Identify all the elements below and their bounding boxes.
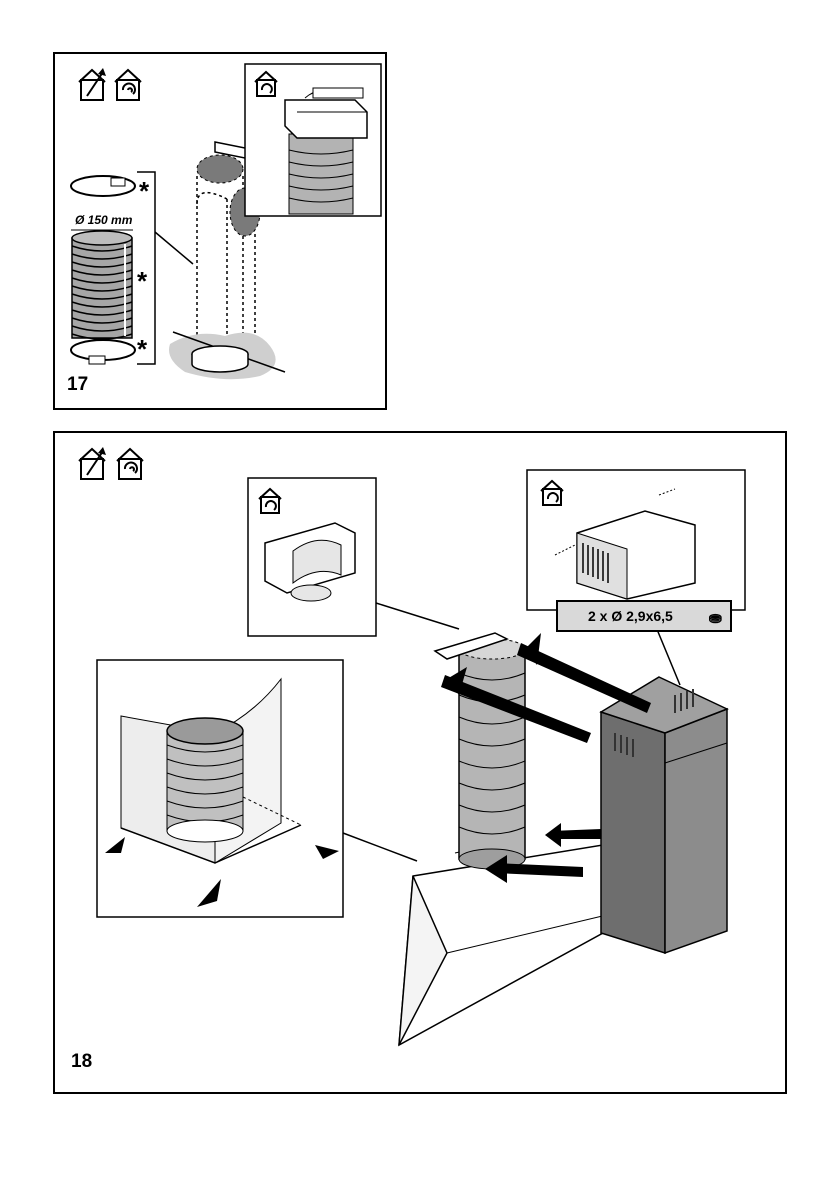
inset-screw-fixing bbox=[527, 470, 745, 685]
step-18-panel: 2 x Ø 2,9x6,5 ⛂ 18 bbox=[53, 431, 787, 1094]
step-number-18: 18 bbox=[71, 1051, 92, 1073]
top-hole bbox=[197, 155, 243, 183]
flexible-duct bbox=[435, 633, 525, 869]
asterisk-hose: * bbox=[137, 266, 148, 296]
inset-recirculation bbox=[245, 64, 381, 216]
flexible-hose bbox=[72, 231, 132, 339]
step-number-17: 17 bbox=[67, 374, 88, 396]
recirculation-mode-icon bbox=[117, 449, 143, 479]
hose-clamp-bottom bbox=[71, 340, 135, 364]
step-17-panel: * Ø 150 mm * * bbox=[53, 52, 387, 410]
inset-recirculation-unit bbox=[248, 478, 459, 636]
hose-clamp-top bbox=[71, 176, 135, 196]
screw-spec-text: 2 x Ø 2,9x6,5 bbox=[588, 608, 673, 624]
screw-icon: ⛂ bbox=[709, 605, 722, 633]
asterisk-clamp-top: * bbox=[139, 176, 150, 206]
step-18-illustration bbox=[55, 433, 789, 1096]
ducted-mode-icon bbox=[79, 68, 106, 100]
chimney-cover bbox=[601, 677, 727, 953]
screw-spec-label: 2 x Ø 2,9x6,5 ⛂ bbox=[556, 600, 732, 632]
inset-hood-base bbox=[97, 660, 417, 917]
diameter-label: Ø 150 mm bbox=[75, 213, 133, 227]
recirculation-mode-icon bbox=[115, 70, 141, 100]
ducted-mode-icon bbox=[79, 447, 106, 479]
asterisk-clamp-bottom: * bbox=[137, 334, 148, 364]
step-17-illustration: * Ø 150 mm * * bbox=[55, 54, 389, 412]
